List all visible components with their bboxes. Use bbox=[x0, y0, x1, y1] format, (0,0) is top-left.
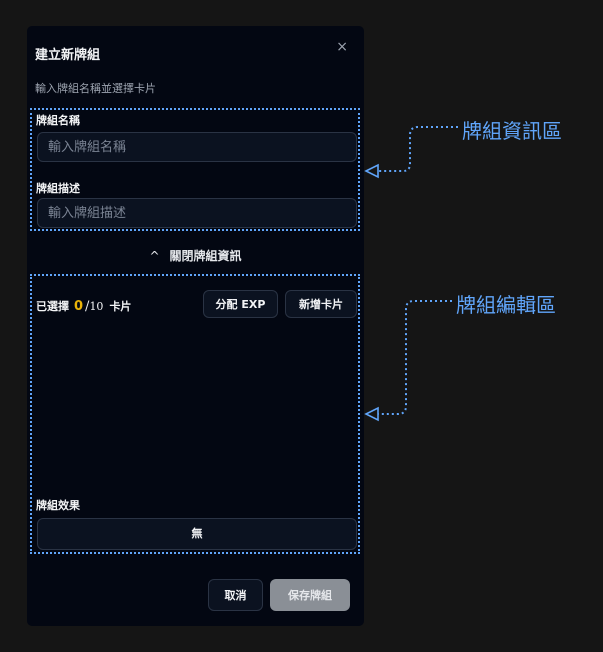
selected-count: 0 bbox=[74, 299, 84, 314]
deck-effect-label: 牌組效果 bbox=[36, 499, 80, 512]
add-card-button[interactable]: 新增卡片 bbox=[285, 290, 357, 318]
info-region-connector bbox=[378, 126, 458, 172]
toggle-deck-info-button[interactable]: ^ 關閉牌組資訊 bbox=[27, 247, 364, 264]
info-region-annotation: 牌組資訊區 bbox=[462, 119, 562, 143]
edit-region-arrow-icon bbox=[364, 406, 379, 422]
deck-name-label: 牌組名稱 bbox=[36, 114, 80, 127]
create-deck-dialog: 建立新牌組 × 輸入牌組名稱並選擇卡片 牌組名稱 牌組描述 ^ 關閉牌組資訊 已選… bbox=[27, 26, 364, 626]
edit-region-connector bbox=[378, 300, 452, 415]
deck-info-region: 牌組名稱 牌組描述 bbox=[30, 108, 360, 231]
deck-effect-value: 無 bbox=[37, 518, 357, 550]
selected-count-line: 已選擇 0/10 卡片 bbox=[36, 298, 131, 314]
deck-name-input[interactable] bbox=[37, 132, 357, 162]
save-deck-button[interactable]: 保存牌組 bbox=[270, 579, 350, 611]
toggle-deck-info-label: 關閉牌組資訊 bbox=[169, 249, 242, 263]
close-icon[interactable]: × bbox=[336, 39, 348, 55]
info-region-arrow-icon bbox=[364, 163, 379, 179]
deck-desc-label: 牌組描述 bbox=[36, 182, 80, 195]
selected-separator: / bbox=[85, 299, 90, 314]
edit-region-annotation: 牌組編輯區 bbox=[456, 293, 556, 317]
deck-edit-region: 已選擇 0/10 卡片 分配 EXP 新增卡片 牌組效果 無 bbox=[30, 274, 360, 554]
deck-desc-input[interactable] bbox=[37, 198, 357, 228]
chevron-up-icon: ^ bbox=[149, 249, 160, 263]
dialog-title: 建立新牌組 bbox=[35, 48, 101, 63]
selected-max: 10 bbox=[89, 300, 104, 313]
selected-suffix: 卡片 bbox=[109, 300, 132, 313]
assign-exp-button[interactable]: 分配 EXP bbox=[203, 290, 278, 318]
selected-prefix: 已選擇 bbox=[36, 300, 69, 313]
dialog-description: 輸入牌組名稱並選擇卡片 bbox=[35, 82, 156, 95]
cancel-button[interactable]: 取消 bbox=[208, 579, 263, 611]
